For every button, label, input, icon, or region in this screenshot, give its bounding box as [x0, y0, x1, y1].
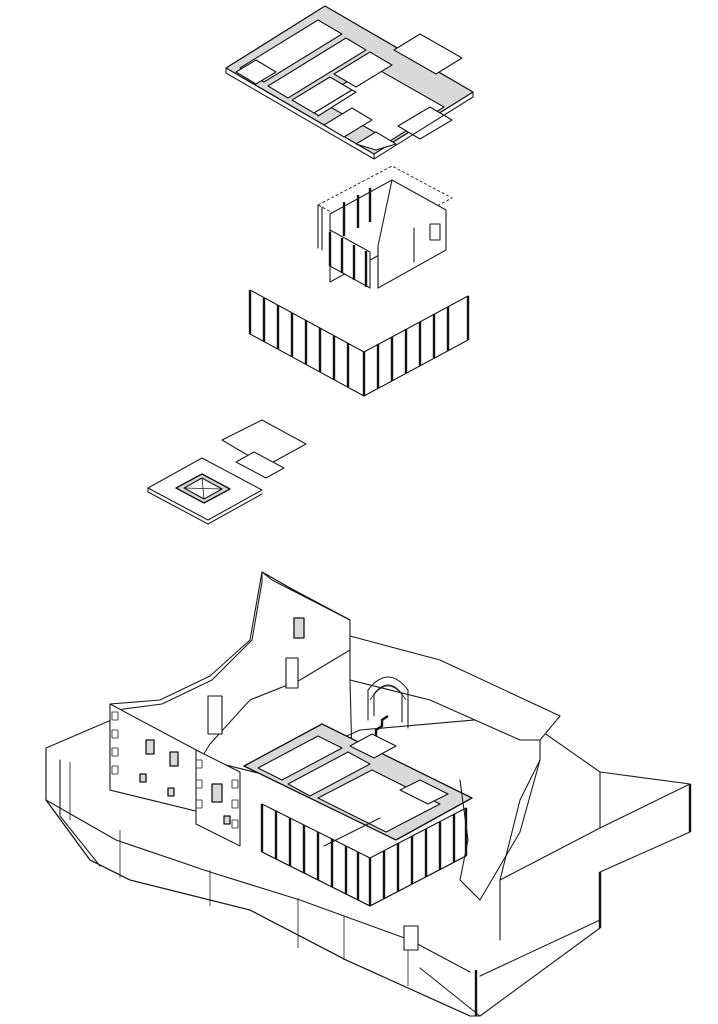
facade-mullions-right [376, 296, 470, 388]
ruin-quoins [111, 711, 239, 829]
inner-box-glazing [328, 188, 372, 287]
facade-right-wing [363, 295, 469, 397]
pavilion-roof [243, 723, 473, 841]
ruin-left-gable-top [261, 571, 351, 621]
inner-box-layer [317, 165, 453, 289]
ruin-site-base [45, 571, 692, 1017]
ruin-back-wall [349, 635, 561, 741]
ground-post [403, 925, 419, 951]
floor-step-plate [235, 451, 285, 479]
ruin-windows [139, 617, 305, 825]
roof-grid-panels [235, 19, 463, 151]
facade-mullions-left [248, 290, 366, 396]
inner-box-right-wall [377, 179, 447, 289]
pavilion-facade [260, 803, 468, 907]
floor-plate-layer [147, 419, 307, 525]
ruin-arched-door [367, 676, 409, 729]
glass-facade-layer [248, 289, 470, 397]
roof-frame-layer [225, 5, 474, 160]
